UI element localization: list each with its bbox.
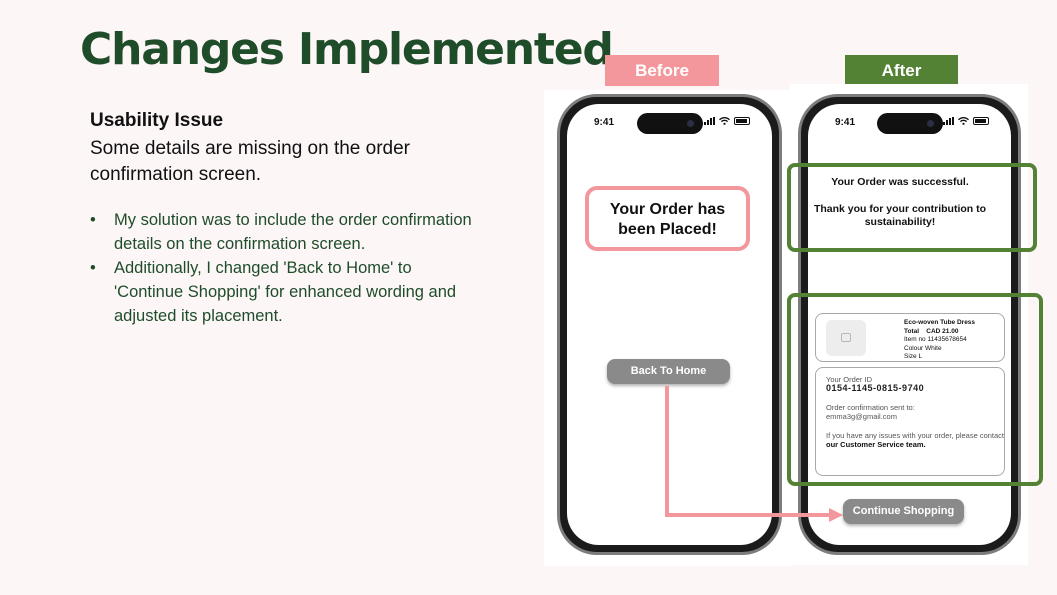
bullet-item: • Additionally, I changed 'Back to Home' … bbox=[90, 256, 480, 328]
confirmation-label: Order confirmation sent to: bbox=[826, 403, 915, 412]
item-details: Eco-woven Tube Dress Total CAD 21.00 Ite… bbox=[904, 319, 975, 362]
arrow-line-vertical bbox=[665, 386, 669, 517]
camera-icon bbox=[686, 120, 694, 127]
issues-text: If you have any issues with your order, … bbox=[826, 431, 1005, 449]
camera-icon bbox=[926, 120, 934, 127]
thank-you-line: Thank you for your contribution to susta… bbox=[813, 203, 987, 228]
item-colour: Colour White bbox=[904, 344, 942, 352]
wifi-icon bbox=[719, 117, 730, 125]
signal-icon bbox=[943, 117, 954, 125]
status-icons bbox=[943, 117, 989, 125]
order-id-label: Your Order ID bbox=[826, 375, 872, 384]
before-phone: 9:41 bbox=[557, 94, 782, 555]
status-icons bbox=[704, 117, 750, 125]
back-to-home-button[interactable]: Back To Home bbox=[607, 359, 730, 384]
after-label: After bbox=[845, 55, 958, 86]
success-line: Your Order was successful. bbox=[831, 176, 969, 188]
order-success-message: Your Order was successful. Thank you for… bbox=[800, 176, 1000, 229]
slide-title: Changes Implemented bbox=[80, 24, 614, 75]
customer-service-link[interactable]: our Customer Service team. bbox=[826, 440, 926, 449]
before-label: Before bbox=[605, 55, 719, 86]
bullet-text: Additionally, I changed 'Back to Home' t… bbox=[114, 259, 457, 325]
order-placed-message: Your Order has been Placed! bbox=[585, 186, 750, 251]
dynamic-island bbox=[636, 113, 703, 134]
solution-bullets: • My solution was to include the order co… bbox=[90, 208, 480, 328]
item-size: Size L bbox=[904, 353, 923, 360]
issue-heading: Usability Issue bbox=[90, 110, 224, 131]
item-name: Eco-woven Tube Dress bbox=[904, 319, 976, 326]
confirmation-email: emma3g@gmail.com bbox=[826, 412, 897, 421]
status-time: 9:41 bbox=[835, 117, 856, 128]
continue-shopping-button[interactable]: Continue Shopping bbox=[843, 499, 964, 524]
bullet-item: • My solution was to include the order co… bbox=[90, 208, 480, 256]
arrow-head-icon bbox=[829, 508, 843, 522]
order-item-card: Eco-woven Tube Dress Total CAD 21.00 Ite… bbox=[815, 313, 1005, 362]
before-phone-screen: 9:41 bbox=[567, 104, 772, 545]
issue-text: Some details are missing on the order co… bbox=[90, 138, 410, 185]
item-number: Item no 11435678654 bbox=[904, 336, 967, 343]
signal-icon bbox=[704, 117, 715, 125]
status-time: 9:41 bbox=[594, 117, 615, 128]
item-total: Total CAD 21.00 bbox=[904, 327, 959, 335]
bullet-dot: • bbox=[90, 259, 96, 277]
highlight-success-message bbox=[787, 163, 1037, 252]
bullet-dot: • bbox=[90, 211, 96, 229]
highlight-order-details bbox=[787, 293, 1043, 486]
order-details-card: Your Order ID 0154-1145-0815-9740 Order … bbox=[815, 367, 1005, 476]
order-id: 0154-1145-0815-9740 bbox=[826, 383, 925, 393]
battery-icon bbox=[973, 117, 989, 125]
arrow-line-horizontal bbox=[665, 513, 831, 517]
bullet-text: My solution was to include the order con… bbox=[114, 211, 472, 253]
battery-icon bbox=[734, 117, 750, 125]
product-thumbnail bbox=[826, 320, 866, 356]
dynamic-island bbox=[876, 113, 943, 134]
wifi-icon bbox=[958, 117, 969, 125]
image-placeholder-icon bbox=[841, 333, 851, 342]
